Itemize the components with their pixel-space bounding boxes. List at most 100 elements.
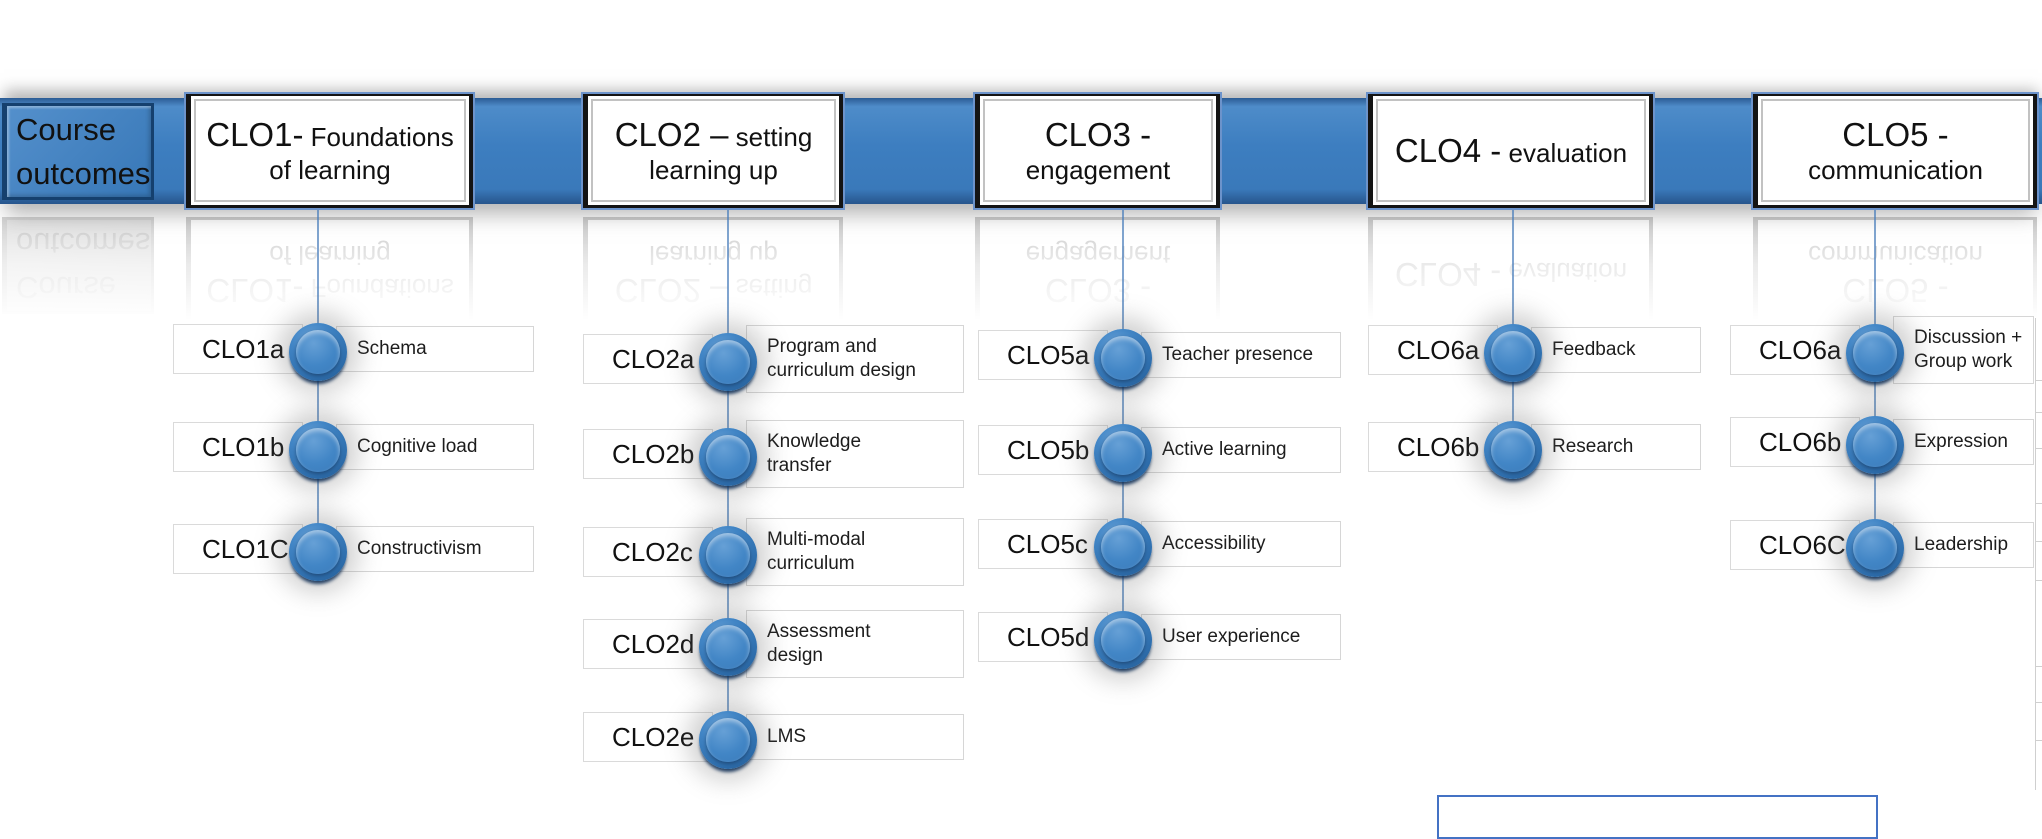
header-title-clo3: CLO3 - engagement <box>1026 115 1171 186</box>
header-title-big: CLO4 - <box>1394 131 1502 169</box>
node-id-label: CLO5b <box>978 425 1108 475</box>
node-topic-text: LMS <box>767 726 807 748</box>
reflection-header-box-clo1: CLO1- Foundations of learning <box>186 217 473 331</box>
header-box-clo4: CLO4 - evaluation <box>1368 94 1653 208</box>
node-id-text: CLO2b <box>612 438 695 469</box>
node-id-label: CLO2e <box>583 712 713 762</box>
node-id-label: CLO5d <box>978 612 1108 662</box>
node-topic-label: Multi-modal curriculum <box>746 518 964 586</box>
node-topic-text: Knowledge transfer <box>767 431 862 476</box>
header-box-clo2: CLO2 – setting learning up <box>583 94 843 208</box>
node-circle <box>699 711 757 769</box>
node-topic-text: Accessibility <box>1162 533 1266 555</box>
node-id-text: CLO6a <box>1397 334 1480 365</box>
node-topic-label: Constructivism <box>336 526 534 572</box>
reflection-header-title-big: CLO5 - <box>1842 271 1949 309</box>
cropped-edge-gridline <box>2036 380 2042 381</box>
cropped-edge-gridline <box>2036 448 2042 449</box>
cropped-edge-gridline <box>2036 412 2042 413</box>
node-topic-label: Expression <box>1893 419 2034 465</box>
reflection-header-title-small: setting learning up <box>649 240 813 303</box>
node-circle <box>1484 324 1542 382</box>
node-circle <box>289 421 347 479</box>
node-id-label: CLO1a <box>173 324 303 374</box>
node-topic-text: Multi-modal curriculum <box>767 529 866 574</box>
header-title-clo4: CLO4 - evaluation <box>1395 131 1627 171</box>
node-id-label: CLO5a <box>978 330 1108 380</box>
node-id-label: CLO6b <box>1368 422 1498 472</box>
course-outcomes-label: Course outcomes <box>16 111 151 191</box>
node-circle <box>289 323 347 381</box>
node-id-text: CLO1a <box>202 333 285 364</box>
node-topic-label: Discussion + Group work <box>1893 316 2034 384</box>
node-id-text: CLO1C <box>202 533 289 564</box>
node-topic-text: Teacher presence <box>1162 344 1314 366</box>
node-topic-text: Assessment design <box>767 621 871 666</box>
node-id-label: CLO6C <box>1730 520 1860 570</box>
node-id-text: CLO5b <box>1007 434 1090 465</box>
node-id-text: CLO5a <box>1007 339 1090 370</box>
reflection-header-title-clo5: CLO5 - communication <box>1808 239 1983 310</box>
header-title-small: engagement <box>1025 154 1171 185</box>
node-id-label: CLO1b <box>173 422 303 472</box>
cropped-edge-gridline <box>2036 580 2042 581</box>
node-id-text: CLO2a <box>612 343 695 374</box>
node-circle <box>699 428 757 486</box>
header-title-big: CLO3 - <box>1044 116 1152 154</box>
node-topic-label: Active learning <box>1141 427 1341 473</box>
node-circle <box>1094 611 1152 669</box>
node-circle <box>289 523 347 581</box>
node-circle <box>699 333 757 391</box>
node-circle <box>1094 424 1152 482</box>
reflection-header-title-small: evaluation <box>1501 257 1628 288</box>
node-topic-label: Assessment design <box>746 610 964 678</box>
header-title-small: evaluation <box>1501 137 1628 168</box>
reflection-header-title-small: engagement <box>1025 240 1171 271</box>
node-topic-label: Feedback <box>1531 327 1701 373</box>
cropped-edge-gridline <box>2036 702 2042 703</box>
header-title-clo5: CLO5 - communication <box>1808 115 1983 186</box>
node-topic-text: Discussion + Group work <box>1914 327 2023 372</box>
node-topic-text: Cognitive load <box>357 436 478 458</box>
reflection-header-title-clo2: CLO2 – setting learning up <box>615 239 813 310</box>
header-box-clo3: CLO3 - engagement <box>975 94 1220 208</box>
node-id-text: CLO5d <box>1007 621 1090 652</box>
reflection-header-box-clo4: CLO4 - evaluation <box>1368 217 1653 331</box>
node-id-label: CLO6a <box>1368 325 1498 375</box>
node-topic-text: Schema <box>357 338 427 360</box>
cropped-bottom-box <box>1437 795 1878 839</box>
node-id-text: CLO6b <box>1397 431 1480 462</box>
node-id-text: CLO5c <box>1007 528 1088 559</box>
node-topic-text: Constructivism <box>357 538 482 560</box>
node-id-text: CLO6a <box>1759 334 1842 365</box>
reflection-header-title-clo4: CLO4 - evaluation <box>1395 255 1627 295</box>
node-circle <box>1094 329 1152 387</box>
node-topic-label: Leadership <box>1893 522 2034 568</box>
node-circle <box>1846 519 1904 577</box>
node-id-text: CLO2e <box>612 721 695 752</box>
reflection-header-title-big: CLO4 - <box>1394 256 1502 294</box>
header-title-small: communication <box>1808 154 1983 185</box>
header-box-clo1: CLO1- Foundations of learning <box>186 94 473 208</box>
header-title-small: Foundations of learning <box>269 122 454 185</box>
reflection-course-outcomes-box: Course outcomes <box>2 217 154 314</box>
reflection-header-box-clo2: CLO2 – setting learning up <box>583 217 843 331</box>
node-id-text: CLO6b <box>1759 426 1842 457</box>
node-id-label: CLO6a <box>1730 325 1860 375</box>
node-topic-label: Program and curriculum design <box>746 325 964 393</box>
node-topic-label: Knowledge transfer <box>746 420 964 488</box>
node-topic-label: Research <box>1531 424 1701 470</box>
node-topic-label: Cognitive load <box>336 424 534 470</box>
header-title-clo1: CLO1- Foundations of learning <box>206 115 454 186</box>
reflection-header-title-clo3: CLO3 - engagement <box>1026 239 1171 310</box>
node-id-label: CLO2b <box>583 429 713 479</box>
reflection-header-title-clo1: CLO1- Foundations of learning <box>206 239 454 310</box>
cropped-edge-gridline <box>2036 541 2042 542</box>
node-topic-label: User experience <box>1141 614 1341 660</box>
cropped-edge-gridline <box>2036 740 2042 741</box>
node-circle <box>1094 518 1152 576</box>
node-circle <box>1484 421 1542 479</box>
header-title-big: CLO2 – <box>614 116 729 154</box>
reflection-fade-overlay <box>0 209 2042 341</box>
node-topic-text: Program and curriculum design <box>767 336 916 381</box>
